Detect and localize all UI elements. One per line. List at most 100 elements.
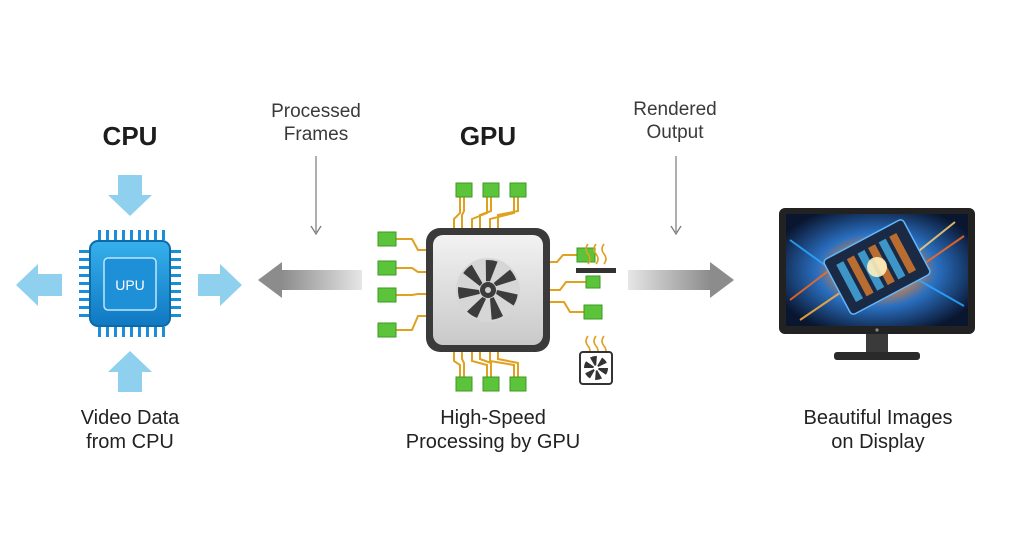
screen-circuit-block <box>878 238 906 280</box>
fan-hub-center <box>485 287 491 293</box>
gpu-traces <box>396 197 586 377</box>
gpu-pads <box>377 182 603 392</box>
small-fan-blade <box>596 368 608 375</box>
gpu-trace <box>461 197 465 228</box>
gpu-pad <box>482 182 500 198</box>
gpu-trace <box>497 197 519 228</box>
screen-core-glow <box>867 257 887 277</box>
processed-frames-note: Processed Frames <box>246 100 386 146</box>
gpu-pad <box>377 231 397 247</box>
pointer-rendered-output <box>670 156 682 236</box>
screen-light-streak <box>914 277 965 307</box>
gpu-trace <box>550 254 577 263</box>
gray-arrow-right <box>628 262 734 298</box>
cpu-pin <box>138 230 141 240</box>
arrow-up-into-cpu <box>108 351 152 392</box>
pointer-processed-frames <box>310 156 322 236</box>
gpu-pad <box>583 304 603 320</box>
cpu-pin <box>98 327 101 337</box>
cpu-pin <box>162 327 165 337</box>
fan-blade <box>496 290 518 306</box>
arrow-left-from-cpu <box>16 264 62 306</box>
gpu-trace <box>489 352 515 377</box>
fan-blade <box>485 260 498 282</box>
cpu-pin <box>171 306 181 309</box>
cpu-pin <box>154 327 157 337</box>
cpu-pin <box>79 258 89 261</box>
cpu-pin <box>79 266 89 269</box>
fan-blade <box>493 269 517 287</box>
cpu-pin <box>106 327 109 337</box>
cpu-caption-line1: Video Data <box>80 407 180 429</box>
small-fan-blade <box>585 368 596 379</box>
fan-blade <box>458 286 480 299</box>
gpu-trace <box>461 352 465 377</box>
gpu-caption-line2: Processing by GPU <box>405 431 581 453</box>
screen-circuit-block <box>889 232 916 274</box>
cpu-pin <box>79 282 89 285</box>
small-fan-blade <box>595 368 602 380</box>
cpu-pin <box>171 266 181 269</box>
small-fan-blade <box>584 361 596 368</box>
heat-wave-icon <box>585 243 607 357</box>
cpu-pin <box>106 230 109 240</box>
cpu-pin <box>114 230 117 240</box>
gpu-pad <box>377 287 397 303</box>
cpu-arrows <box>16 175 242 392</box>
arrow-right-from-cpu <box>198 264 242 306</box>
cpu-chip-icon <box>79 230 181 337</box>
small-fan-blade <box>596 357 607 368</box>
fan-blade <box>489 297 503 320</box>
gpu-trace <box>396 315 426 331</box>
cpu-pin <box>171 314 181 317</box>
cpu-pin <box>130 327 133 337</box>
cpu-pin <box>79 250 89 253</box>
gpu-trace <box>479 352 492 377</box>
small-fan-blade <box>590 356 597 368</box>
cpu-pin <box>171 250 181 253</box>
gpu-trace <box>396 267 426 273</box>
cpu-pin <box>79 274 89 277</box>
gpu-pad <box>377 260 397 276</box>
display-caption: Beautiful Images on Display <box>780 406 976 454</box>
gpu-pad <box>377 322 397 338</box>
cpu-pin <box>171 258 181 261</box>
fan-blade <box>467 297 486 318</box>
gpu-trace <box>550 301 584 313</box>
gpu-caption: High-Speed Processing by GPU <box>388 406 598 454</box>
rendered-output-note: Rendered Output <box>605 98 745 144</box>
gray-arrow-left <box>258 262 362 298</box>
small-fan-icon <box>579 351 613 385</box>
gpu-pad <box>509 376 527 392</box>
gpu-trace <box>489 197 515 228</box>
fan-icon <box>456 258 520 322</box>
cpu-title: CPU <box>102 121 158 151</box>
cpu-pin <box>114 327 117 337</box>
arrow-down-into-cpu <box>108 175 152 216</box>
fan-blade <box>463 264 483 287</box>
monitor-icon <box>779 208 975 360</box>
gpu-trace <box>396 238 426 251</box>
rendered-output-line1: Rendered <box>633 99 717 120</box>
gpu-pad <box>482 376 500 392</box>
cpu-pin <box>98 230 101 240</box>
cpu-pin <box>79 290 89 293</box>
gpu-pad <box>509 182 527 198</box>
processed-frames-line2: Frames <box>283 124 349 145</box>
gpu-trace <box>396 293 426 296</box>
gpu-pad <box>585 275 601 289</box>
gpu-trace <box>550 281 586 291</box>
gpu-caption-line1: High-Speed <box>440 407 546 429</box>
gpu-pad <box>455 182 473 198</box>
cpu-pin <box>171 290 181 293</box>
gpu-pad <box>455 376 473 392</box>
gpu-trace <box>471 352 488 377</box>
cpu-pin <box>162 230 165 240</box>
cpu-pin <box>171 298 181 301</box>
cpu-chip-label: UPU <box>115 277 145 293</box>
cpu-pin <box>171 282 181 285</box>
display-caption-line2: on Display <box>831 431 925 453</box>
processed-frames-line1: Processed <box>271 101 361 122</box>
